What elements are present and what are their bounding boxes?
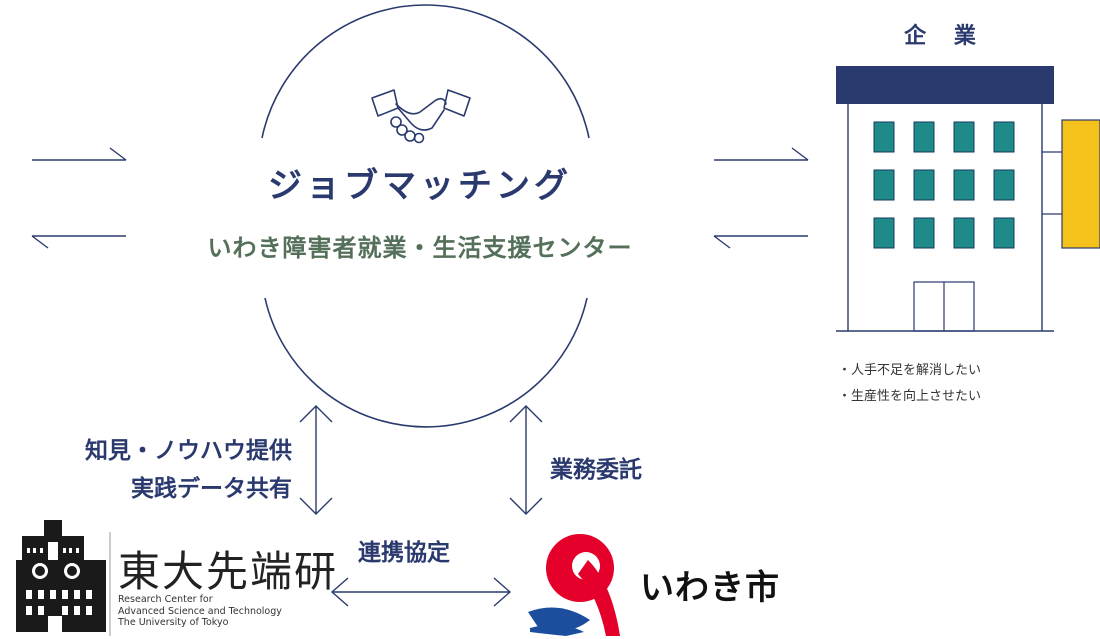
rcast-name-jp: 東大先端研 [118,547,339,596]
handshake-icon [371,89,471,144]
right-arrow-right [714,147,809,161]
rcast-name-en: Research Center for Advanced Science and… [118,594,282,629]
vertical-double-arrow-left [299,405,333,515]
center-circle-top-arc [261,4,590,139]
rcast-en-line: Advanced Science and Technology [118,605,282,617]
outsourcing-label: 業務委託 [550,457,642,483]
company-need-item: ・人手不足を解消したい [838,363,982,378]
company-label: 企 業 [904,24,986,49]
agreement-label: 連携協定 [358,540,450,566]
support-center-name: いわき障害者就業・生活支援センター [207,233,633,262]
center-circle-bottom-arc [264,297,588,428]
horizontal-double-arrow-bottom [330,577,512,607]
knowledge-line-1: 知見・ノウハウ提供 [85,438,292,464]
rcast-en-line: The University of Tokyo [118,617,229,628]
iwaki-city-emblem-icon [528,534,620,636]
clock-tower-logo-icon [16,520,106,632]
knowledge-sharing-label: 知見・ノウハウ提供 実践データ共有 [30,432,292,508]
company-need-item: ・生産性を向上させたい [838,389,982,404]
right-arrow-left [713,235,808,249]
knowledge-line-2: 実践データ共有 [131,476,292,502]
office-building-icon [836,66,1100,332]
job-matching-title: ジョブマッチング [268,166,572,206]
iwaki-city-name: いわき市 [640,568,780,608]
vertical-double-arrow-right [509,405,543,515]
rcast-en-line: Research Center for [118,594,213,605]
left-arrow-left [31,235,126,249]
left-arrow-right [32,147,127,161]
company-needs-list: ・人手不足を解消したい ・生産性を向上させたい [838,358,981,410]
